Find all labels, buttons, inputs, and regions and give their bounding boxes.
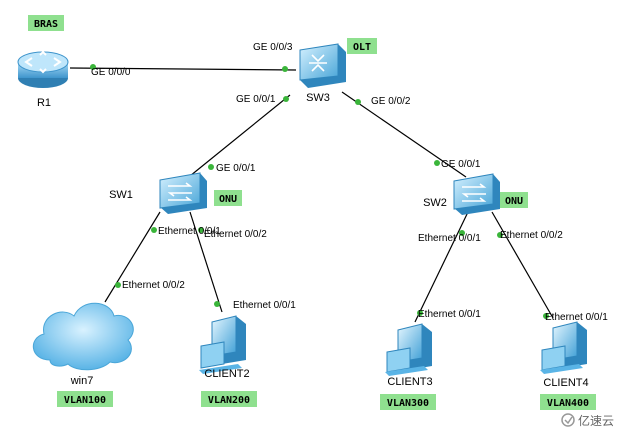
- port-label: GE 0/0/1: [441, 159, 481, 170]
- port-label: Ethernet 0/0/2: [204, 229, 267, 240]
- link-sw2-client3: [414, 211, 469, 323]
- port-dot: [214, 301, 220, 307]
- tag-vlan100-text: VLAN100: [64, 395, 106, 406]
- cloud-win7[interactable]: [33, 302, 134, 371]
- port-dot: [543, 313, 549, 319]
- port-dot: [497, 232, 503, 238]
- watermark-logo-icon: [561, 413, 575, 427]
- switch-sw1[interactable]: [159, 172, 207, 214]
- tag-vlan400-text: VLAN400: [547, 398, 589, 409]
- tag-olt-text: OLT: [353, 42, 371, 53]
- port-dot: [355, 99, 361, 105]
- port-label: GE 0/0/2: [371, 96, 411, 107]
- link-sw1-win7: [104, 211, 161, 303]
- port-dot: [417, 310, 423, 316]
- link-sw1-client2: [189, 211, 223, 313]
- tag-onu-sw1-text: ONU: [219, 194, 237, 205]
- port-label: Ethernet 0/0/1: [158, 226, 221, 237]
- port-dot: [90, 64, 96, 70]
- port-dot: [282, 66, 288, 72]
- pc-client3[interactable]: [385, 323, 432, 376]
- switch-sw2[interactable]: [453, 173, 500, 215]
- tag-bras: BRAS: [28, 15, 64, 31]
- pc-icon: [540, 321, 587, 374]
- watermark: 亿速云: [561, 413, 614, 428]
- link-sw3-sw1: [189, 94, 291, 177]
- device-label-sw3: SW3: [306, 92, 330, 104]
- tag-bras-text: BRAS: [34, 19, 58, 30]
- tag-vlan300-text: VLAN300: [387, 398, 429, 409]
- switch-arrows-icon: [461, 183, 487, 202]
- tag-onu-sw2-text: ONU: [505, 196, 523, 207]
- device-label-client2: CLIENT2: [204, 368, 249, 380]
- port-label: Ethernet 0/0/2: [500, 230, 563, 241]
- cloud-icon: [33, 302, 134, 371]
- router-icon: [24, 50, 62, 74]
- tag-vlan100: VLAN100: [57, 391, 113, 407]
- port-label: Ethernet 0/0/1: [418, 233, 481, 244]
- watermark-text: 亿速云: [578, 413, 614, 428]
- tag-vlan400: VLAN400: [540, 394, 596, 410]
- router-r1[interactable]: [17, 50, 69, 88]
- port-dot: [198, 227, 204, 233]
- port-dot: [115, 282, 121, 288]
- port-dot: [434, 160, 440, 166]
- port-label: GE 0/0/1: [236, 94, 276, 105]
- pc-icon: [385, 323, 432, 376]
- link-sw2-client4: [491, 211, 554, 319]
- tag-vlan200-text: VLAN200: [208, 395, 250, 406]
- switch-arrows-icon: [167, 182, 193, 201]
- switch-sw3[interactable]: [299, 43, 346, 88]
- pc-client4[interactable]: [540, 321, 587, 374]
- tag-olt: OLT: [347, 38, 377, 54]
- port-dot: [208, 164, 214, 170]
- port-dot: [151, 227, 157, 233]
- device-label-sw2: SW2: [423, 197, 447, 209]
- tag-onu-sw1: ONU: [214, 190, 242, 206]
- port-label: Ethernet 0/0/1: [418, 309, 481, 320]
- link-sw3-sw2: [341, 91, 467, 178]
- port-label: GE 0/0/1: [216, 163, 256, 174]
- tag-vlan300: VLAN300: [380, 394, 436, 410]
- port-label: GE 0/0/3: [253, 42, 293, 53]
- link-r1-sw3: [69, 67, 297, 71]
- tag-vlan200: VLAN200: [201, 391, 257, 407]
- links: [69, 67, 554, 323]
- port-label: Ethernet 0/0/1: [233, 300, 296, 311]
- port-dots: [90, 64, 549, 319]
- sw3-icon: [309, 54, 327, 72]
- device-label-r1: R1: [37, 97, 51, 109]
- pc-icon: [199, 315, 246, 374]
- port-dot: [459, 230, 465, 236]
- port-label: Ethernet 0/0/2: [122, 280, 185, 291]
- pc-client2[interactable]: [199, 315, 246, 374]
- device-label-client4: CLIENT4: [543, 377, 588, 389]
- port-dot: [283, 96, 289, 102]
- tag-onu-sw2: ONU: [500, 192, 528, 208]
- device-label-client3: CLIENT3: [387, 376, 432, 388]
- device-label-win7: win7: [70, 375, 94, 387]
- port-label: GE 0/0/0: [91, 67, 131, 78]
- port-label: Ethernet 0/0/1: [545, 312, 608, 323]
- device-label-sw1: SW1: [109, 189, 133, 201]
